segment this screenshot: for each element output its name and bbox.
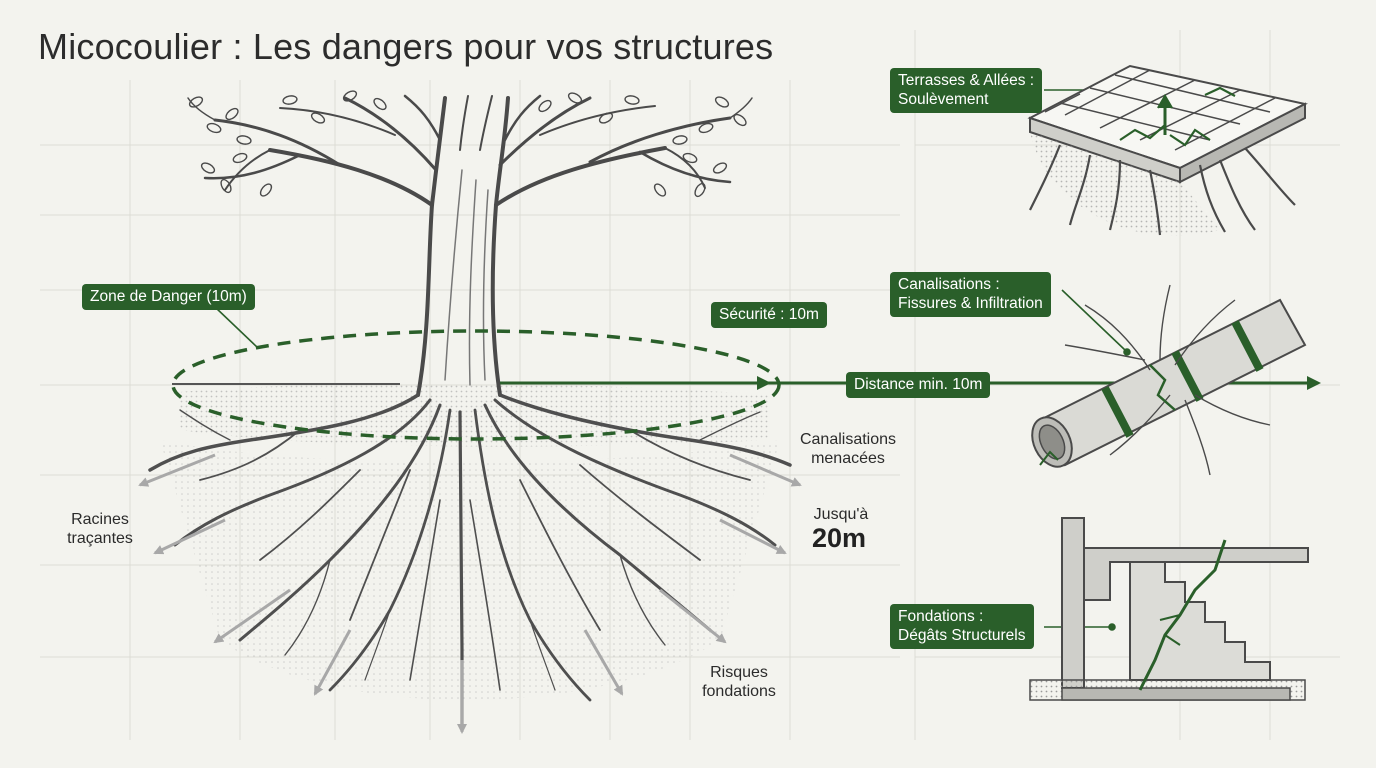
foundations-detail: Dégâts Structurels (898, 627, 1026, 644)
tree-illustration (187, 94, 753, 397)
foundation-risk-line1: Risques (710, 664, 768, 681)
reach-value: 20m (812, 523, 867, 553)
foundations-title: Fondations : (898, 608, 984, 625)
danger-zone-ellipse (171, 329, 781, 441)
pipes-detail: Fissures & Infiltration (898, 295, 1043, 312)
terraces-tag: Terrasses & Allées : Soulèvement (890, 68, 1043, 113)
roots-label-line2: traçantes (67, 530, 133, 547)
tree-leaves (188, 90, 747, 198)
security-tag: Sécurité : 10m (711, 302, 827, 328)
root-spread-arrows (138, 453, 802, 734)
danger-zone-tag: Zone de Danger (10m) (82, 284, 255, 310)
pipes-threatened-line1: Canalisations (799, 431, 897, 448)
roots-label-line1: Racines (71, 511, 129, 528)
foundation-risk-line2: fondations (702, 683, 776, 700)
foundation-wall-icon (1029, 517, 1309, 701)
reach-text: Jusqu'à (813, 506, 869, 523)
page-title: Micocoulier : Les dangers pour vos struc… (38, 26, 774, 67)
tree-roots (148, 393, 792, 732)
pipes-tag: Canalisations : Fissures & Infiltration (890, 272, 1051, 317)
paving-slab-icon (1027, 64, 1308, 236)
foundations-tag: Fondations : Dégâts Structurels (890, 604, 1034, 649)
foundation-risk-label: Risques fondations (694, 663, 784, 701)
pipe-icon (1031, 284, 1307, 476)
min-distance-tag: Distance min. 10m (846, 372, 991, 398)
roots-label: Racines traçantes (60, 510, 140, 548)
pipes-title: Canalisations : (898, 276, 1000, 293)
terraces-title: Terrasses & Allées : (898, 72, 1035, 89)
pipes-threatened-line2: menacées (811, 450, 885, 467)
pipes-threatened-label: Canalisations menacées (792, 430, 904, 468)
terraces-detail: Soulèvement (898, 91, 989, 108)
